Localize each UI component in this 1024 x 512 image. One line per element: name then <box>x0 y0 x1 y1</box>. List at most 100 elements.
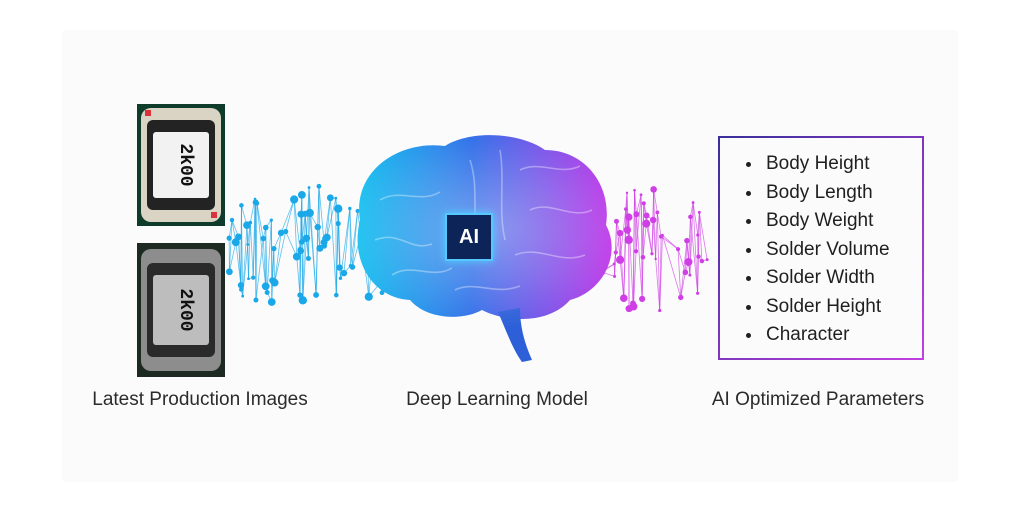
network-node <box>321 243 328 249</box>
network-node <box>323 233 331 242</box>
param-item: Body Weight <box>746 207 922 236</box>
network-link <box>228 242 237 272</box>
network-link <box>646 215 653 254</box>
param-item: Body Length <box>746 179 922 208</box>
network-node <box>248 220 253 225</box>
network-node <box>313 292 319 298</box>
network-node <box>642 219 651 228</box>
network-node <box>246 243 250 246</box>
network-node <box>298 296 308 305</box>
network-link <box>628 217 634 304</box>
network-node <box>639 295 646 303</box>
network-link <box>656 212 661 311</box>
network-link <box>698 212 708 260</box>
network-link <box>636 214 643 299</box>
param-item: Solder Height <box>746 293 922 322</box>
network-link <box>265 227 268 293</box>
network-node <box>262 224 269 231</box>
network-link <box>642 223 647 258</box>
network-node <box>254 201 260 206</box>
network-node <box>297 247 304 255</box>
resistor-photo-bottom: 2k00 <box>137 243 225 377</box>
network-node <box>624 207 628 211</box>
resistor-marking-bottom: 2k00 <box>175 288 195 331</box>
network-link <box>242 225 248 297</box>
network-node <box>340 269 348 277</box>
network-node <box>239 287 244 292</box>
network-node <box>235 233 242 241</box>
network-link <box>318 186 325 243</box>
network-node <box>338 276 343 280</box>
network-link <box>662 235 682 298</box>
caption-optimized-parameters: AI Optimized Parameters <box>711 389 925 410</box>
network-node <box>640 254 646 260</box>
network-link <box>308 212 311 259</box>
network-node <box>251 275 256 280</box>
network-link <box>285 199 295 232</box>
parameters-box: Body Height Body Length Body Weight Sold… <box>718 136 924 360</box>
network-node <box>261 282 270 291</box>
network-node <box>267 298 276 306</box>
network-link <box>255 203 258 301</box>
network-node <box>654 257 657 261</box>
network-node <box>334 204 343 213</box>
network-node <box>326 194 334 202</box>
network-node <box>676 247 681 252</box>
network-link <box>326 197 331 238</box>
network-link <box>633 251 637 307</box>
network-link <box>692 202 699 236</box>
param-item: Character <box>746 321 922 350</box>
network-link <box>273 248 276 283</box>
network-node <box>705 258 709 262</box>
network-node <box>333 292 339 298</box>
network-link <box>690 216 699 294</box>
network-node <box>305 208 314 218</box>
network-link <box>642 203 645 258</box>
network-link <box>698 212 700 257</box>
network-link <box>301 213 306 242</box>
network-node <box>633 249 639 254</box>
network-node <box>225 268 233 276</box>
network-node <box>297 191 306 199</box>
network-link <box>640 194 644 258</box>
network-node <box>247 277 250 281</box>
network-link <box>653 189 658 213</box>
network-node <box>633 211 640 218</box>
network-node <box>226 235 232 241</box>
network-link <box>662 234 679 250</box>
network-link <box>318 186 321 249</box>
network-node <box>691 201 695 204</box>
network-node <box>696 291 700 295</box>
network-node <box>641 201 646 206</box>
network-link <box>266 220 272 293</box>
network-link <box>677 249 682 298</box>
network-node <box>349 264 356 270</box>
network-link <box>301 241 304 301</box>
network-link <box>302 238 307 301</box>
network-node <box>229 217 235 223</box>
network-link <box>274 231 287 283</box>
network-link <box>248 222 251 279</box>
network-link <box>656 212 662 237</box>
network-link <box>296 256 301 296</box>
network-node <box>697 210 701 214</box>
network-link <box>698 212 703 262</box>
network-node <box>655 210 660 215</box>
network-node <box>290 195 299 204</box>
network-node <box>292 252 301 261</box>
network-node <box>650 186 657 193</box>
network-link <box>241 205 244 297</box>
network-node <box>283 228 289 235</box>
network-node <box>316 244 324 252</box>
network-node <box>277 229 285 237</box>
network-node <box>684 237 690 244</box>
param-item: Solder Volume <box>746 236 922 265</box>
resistor-marking-top: 2k00 <box>175 143 195 186</box>
network-node <box>619 294 628 302</box>
network-node <box>661 233 664 237</box>
network-link <box>309 212 317 295</box>
network-link <box>274 232 282 283</box>
network-link <box>634 190 637 215</box>
param-item: Body Height <box>746 150 922 179</box>
network-node <box>688 214 693 220</box>
